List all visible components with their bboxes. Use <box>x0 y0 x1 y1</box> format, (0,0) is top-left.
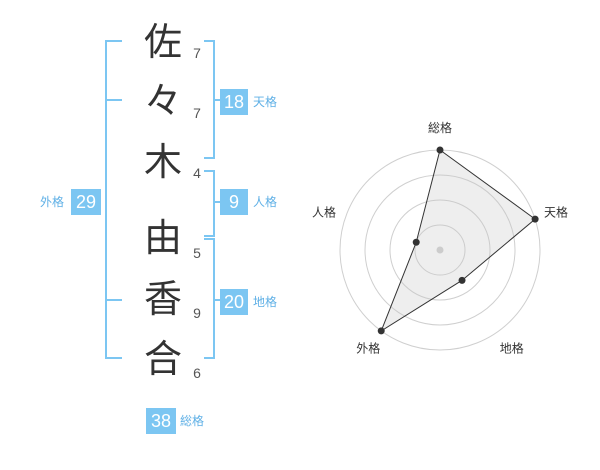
soukaku-value: 38 <box>146 408 176 434</box>
radar-axis-label-3: 地格 <box>500 341 524 356</box>
tenkaku-value: 18 <box>220 89 248 115</box>
stroke-count-6: 6 <box>193 365 201 381</box>
radar-axis-label-4: 外格 <box>356 341 380 356</box>
radar-point-1 <box>436 146 444 154</box>
radar-center-dot <box>436 246 444 254</box>
jinkaku-value: 9 <box>220 189 248 215</box>
gaikaku-label: 外格 <box>40 195 65 209</box>
radar-ring-2 <box>389 199 491 301</box>
radar-point-3 <box>458 276 466 284</box>
jinkaku-bracket <box>204 170 215 237</box>
stroke-count-5: 9 <box>193 305 201 321</box>
radar-axis-label-5: 人格 <box>312 204 336 219</box>
radar-point-2 <box>531 215 539 223</box>
tenkaku-label: 天格 <box>253 95 278 109</box>
chikaku-bracket <box>204 238 215 359</box>
jinkaku-label: 人格 <box>253 195 278 209</box>
soukaku-label: 総格 <box>180 414 205 428</box>
name-char-5: 香 <box>143 277 182 321</box>
name-char-4: 由 <box>143 216 182 260</box>
radar-point-5 <box>412 238 420 246</box>
radar-axis-label-2: 天格 <box>544 204 568 219</box>
name-char-6: 合 <box>143 337 182 381</box>
chikaku-value: 20 <box>220 289 248 315</box>
chikaku-label: 地格 <box>253 295 278 309</box>
radar-data-polygon <box>380 149 536 333</box>
name-char-3: 木 <box>143 140 182 184</box>
stroke-count-1: 7 <box>193 45 201 61</box>
gaikaku-bracket <box>105 40 122 359</box>
stroke-count-2: 7 <box>193 105 201 121</box>
radar-ring-3 <box>364 174 516 326</box>
radar-axis-label-1: 総格 <box>428 120 452 135</box>
name-char-1: 佐 <box>143 20 182 64</box>
gaikaku-value: 29 <box>71 189 101 215</box>
name-char-2: 々 <box>143 79 182 123</box>
radar-point-4 <box>377 327 385 335</box>
radar-ring-1 <box>414 224 466 276</box>
stroke-count-3: 4 <box>193 165 201 181</box>
stroke-count-4: 5 <box>193 245 201 261</box>
